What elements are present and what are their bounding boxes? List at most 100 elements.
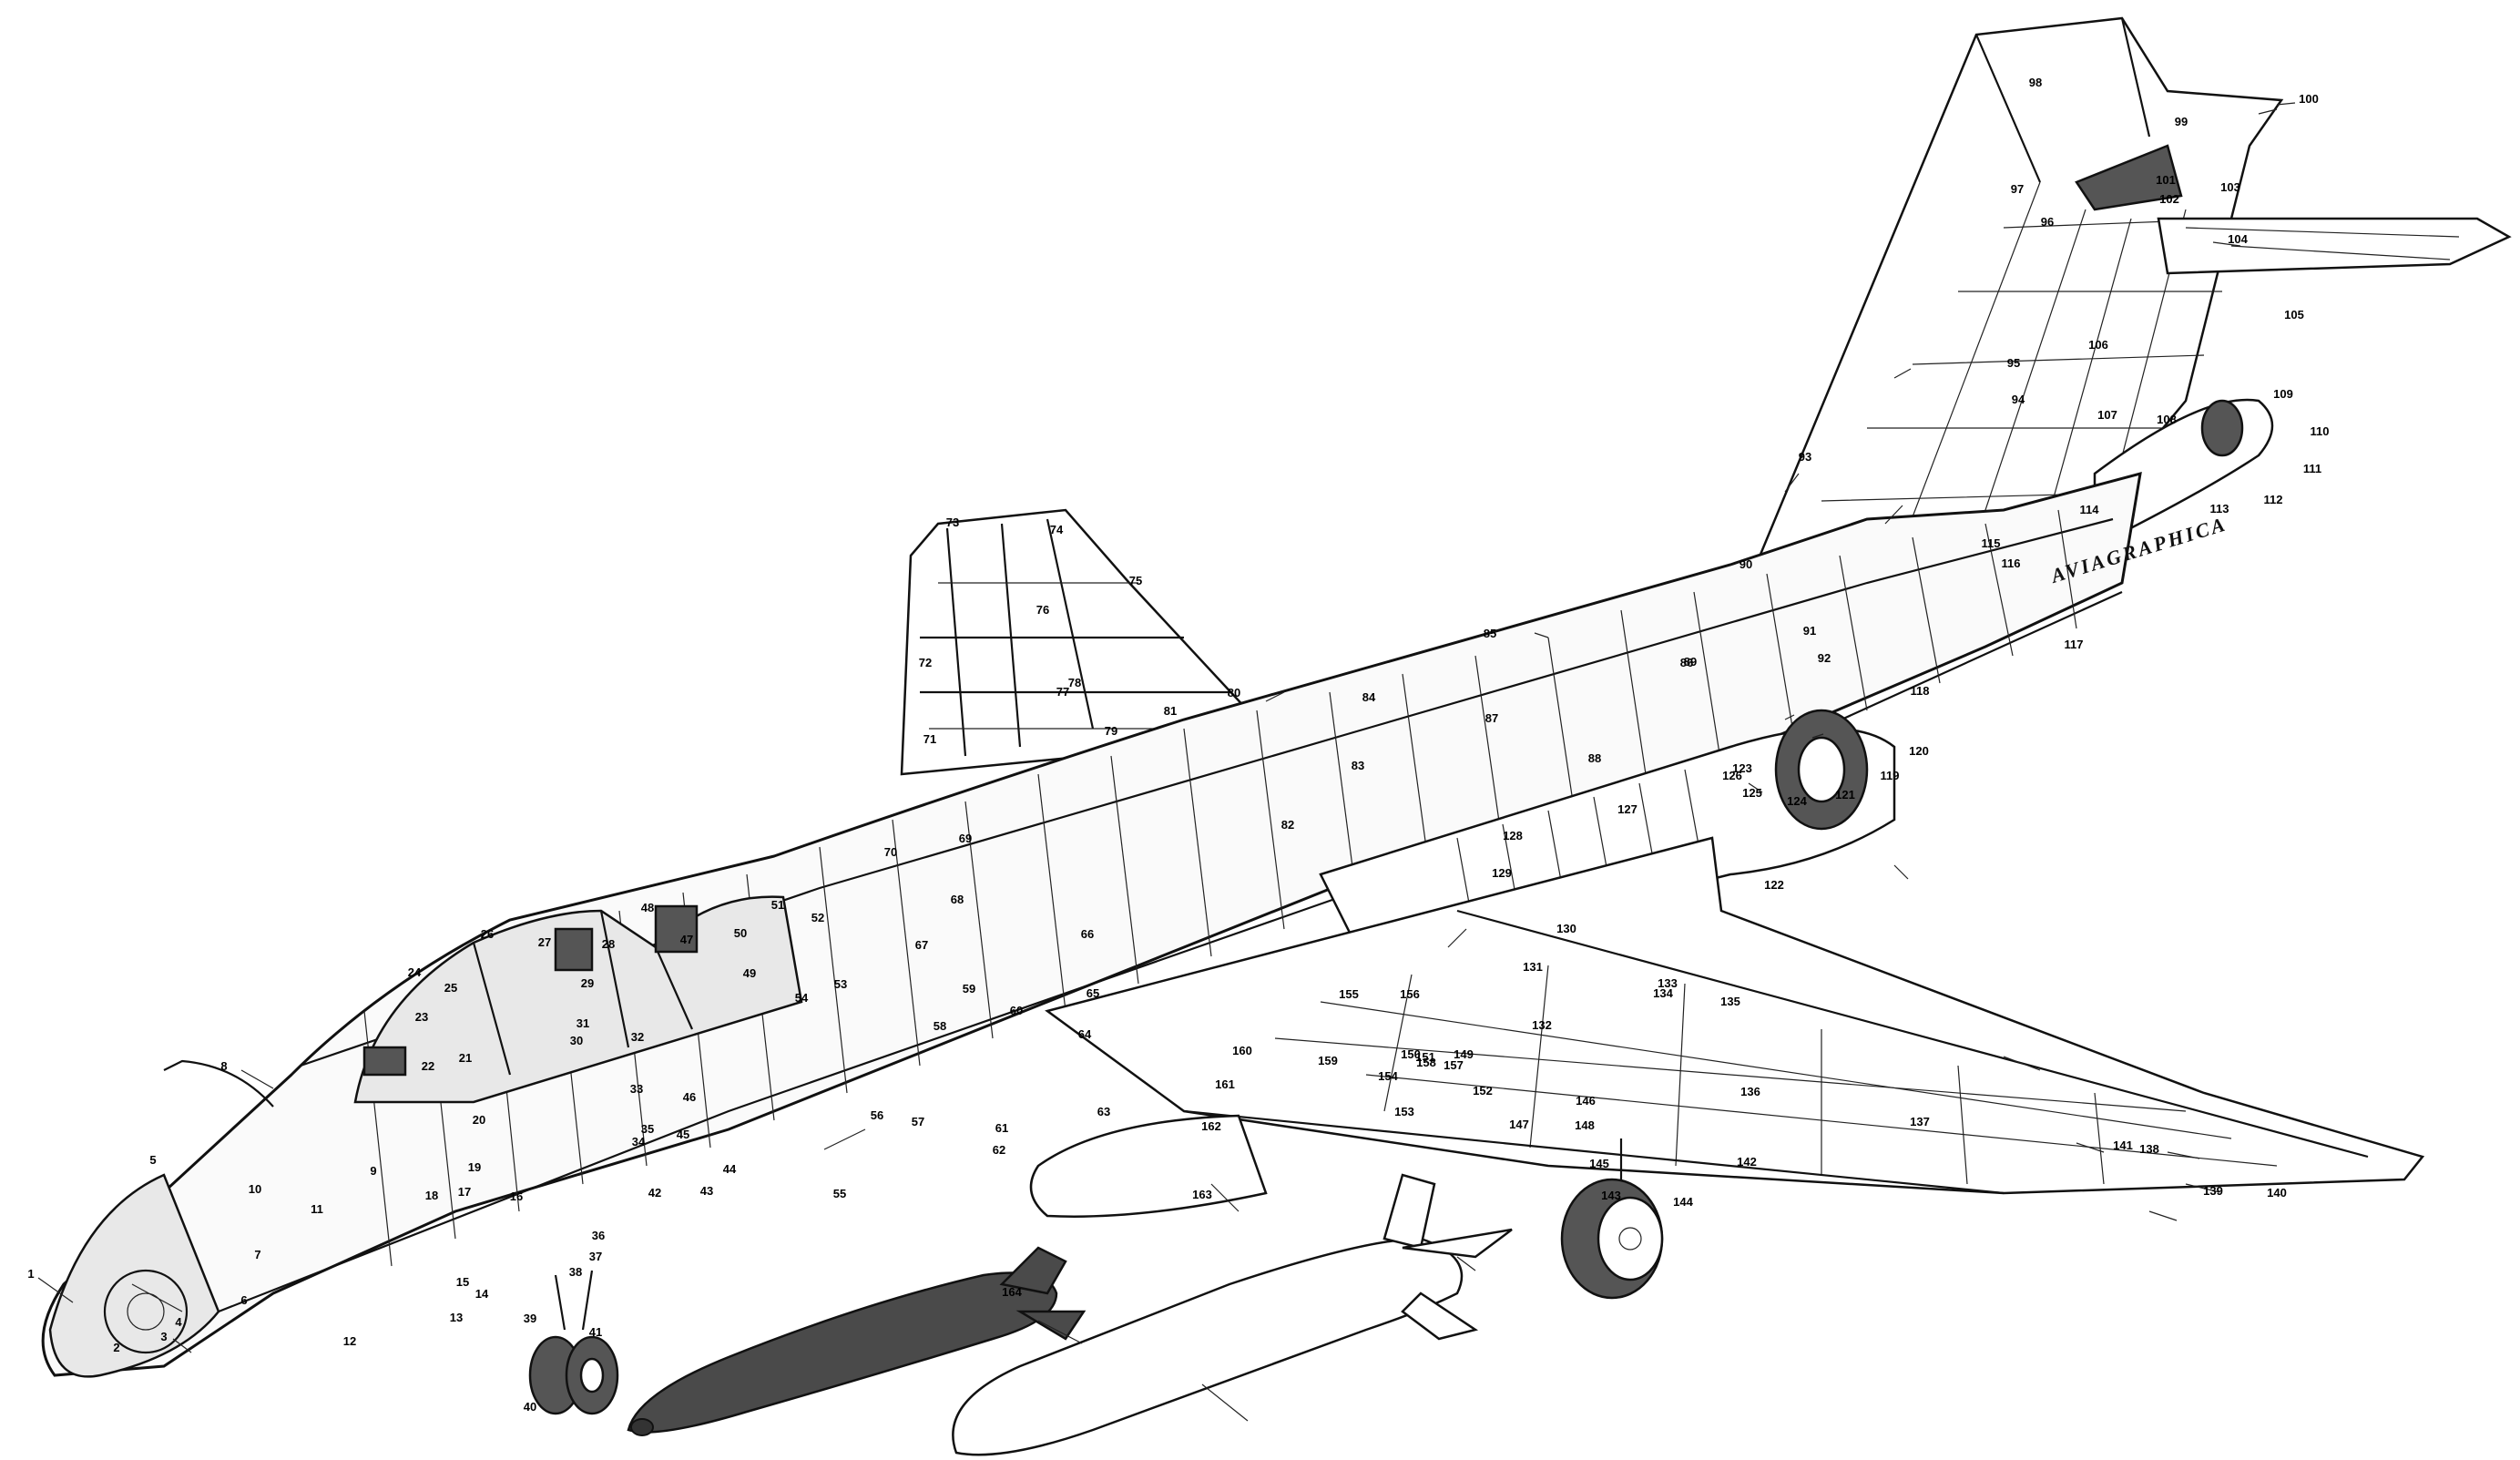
callout-label-113: 113	[2210, 502, 2229, 516]
callout-label-155: 155	[1339, 987, 1359, 1001]
callout-label-152: 152	[1473, 1084, 1493, 1098]
callout-label-95: 95	[2007, 356, 2020, 370]
callout-label-54: 54	[795, 991, 809, 1005]
callout-label-147: 147	[1509, 1118, 1529, 1131]
callout-label-145: 145	[1589, 1157, 1609, 1170]
callout-label-48: 48	[641, 901, 654, 914]
callout-label-14: 14	[475, 1287, 489, 1301]
callout-label-16: 16	[510, 1189, 523, 1203]
callout-label-77: 77	[1056, 685, 1069, 699]
callout-label-108: 108	[2157, 413, 2177, 426]
callout-label-162: 162	[1201, 1119, 1221, 1133]
callout-label-160: 160	[1232, 1044, 1252, 1057]
callout-label-45: 45	[677, 1128, 689, 1141]
callout-label-55: 55	[833, 1187, 846, 1200]
callout-label-3: 3	[160, 1330, 167, 1343]
callout-label-10: 10	[249, 1182, 261, 1196]
callout-label-43: 43	[700, 1184, 713, 1198]
drop-tank	[1029, 1114, 1268, 1218]
callout-label-49: 49	[743, 966, 756, 980]
callout-label-123: 123	[1732, 761, 1752, 775]
callout-label-6: 6	[240, 1293, 247, 1307]
callout-label-134: 134	[1653, 986, 1673, 1000]
callout-label-102: 102	[2159, 192, 2179, 206]
callout-label-143: 143	[1601, 1189, 1621, 1202]
callout-label-50: 50	[734, 926, 747, 940]
callout-label-109: 109	[2273, 387, 2293, 401]
callout-label-119: 119	[1881, 769, 1900, 782]
callout-label-57: 57	[912, 1115, 924, 1128]
callout-label-74: 74	[1050, 523, 1064, 536]
callout-label-163: 163	[1192, 1188, 1212, 1201]
callout-label-56: 56	[871, 1108, 883, 1122]
callout-label-137: 137	[1910, 1115, 1930, 1128]
callout-label-111: 111	[2303, 462, 2321, 475]
callout-label-110: 110	[2311, 424, 2330, 438]
callout-label-149: 149	[1454, 1047, 1474, 1061]
callout-label-117: 117	[2065, 638, 2084, 651]
callout-label-76: 76	[1036, 603, 1049, 617]
callout-label-156: 156	[1400, 987, 1420, 1001]
callout-label-116: 116	[2002, 556, 2021, 570]
callout-label-79: 79	[1105, 724, 1117, 738]
callout-label-126: 126	[1722, 769, 1742, 782]
callout-label-62: 62	[993, 1143, 1005, 1157]
callout-label-115: 115	[1982, 536, 2001, 550]
callout-label-91: 91	[1803, 624, 1816, 638]
callout-label-131: 131	[1523, 960, 1543, 974]
callout-label-86: 86	[1680, 656, 1693, 669]
callout-label-128: 128	[1503, 829, 1523, 842]
callout-label-127: 127	[1617, 802, 1637, 816]
callout-label-107: 107	[2097, 408, 2117, 422]
callout-label-8: 8	[220, 1059, 227, 1073]
callout-label-118: 118	[1911, 684, 1930, 698]
pitot-probe	[163, 1059, 274, 1108]
callout-label-164: 164	[1002, 1285, 1022, 1299]
callout-label-112: 112	[2264, 493, 2283, 506]
callout-label-60: 60	[1010, 1004, 1023, 1017]
callout-label-1: 1	[27, 1267, 34, 1281]
cockpit-canopy	[353, 895, 803, 1104]
callout-label-9: 9	[370, 1164, 376, 1178]
callout-label-105: 105	[2284, 308, 2304, 322]
callout-label-29: 29	[581, 976, 594, 990]
callout-label-26: 26	[481, 927, 494, 941]
callout-label-17: 17	[458, 1185, 471, 1199]
callout-label-59: 59	[963, 982, 975, 995]
callout-label-133: 133	[1658, 976, 1678, 990]
callout-label-4: 4	[175, 1315, 182, 1329]
callout-label-103: 103	[2220, 180, 2240, 194]
callout-label-61: 61	[995, 1121, 1008, 1135]
callout-label-84: 84	[1362, 690, 1376, 704]
callout-label-140: 140	[2267, 1186, 2287, 1200]
callout-label-22: 22	[422, 1059, 434, 1073]
callout-label-122: 122	[1764, 878, 1784, 892]
callout-label-142: 142	[1737, 1155, 1757, 1169]
callout-label-69: 69	[959, 832, 972, 845]
callout-label-141: 141	[2113, 1138, 2133, 1152]
callout-label-12: 12	[343, 1334, 356, 1348]
callout-label-34: 34	[632, 1135, 646, 1149]
callout-label-63: 63	[1097, 1105, 1110, 1118]
callout-label-32: 32	[631, 1030, 644, 1044]
callout-label-81: 81	[1164, 704, 1177, 718]
callout-label-30: 30	[570, 1034, 583, 1047]
callout-label-33: 33	[630, 1082, 643, 1096]
callout-label-104: 104	[2228, 232, 2248, 246]
callout-label-85: 85	[1484, 627, 1496, 640]
callout-label-47: 47	[680, 933, 693, 946]
callout-label-64: 64	[1078, 1027, 1092, 1041]
callout-label-97: 97	[2011, 182, 2024, 196]
callout-label-36: 36	[592, 1229, 605, 1242]
callout-label-52: 52	[811, 911, 824, 924]
callout-label-70: 70	[884, 845, 897, 859]
callout-label-144: 144	[1673, 1195, 1693, 1209]
callout-label-146: 146	[1576, 1094, 1596, 1108]
callout-label-99: 99	[2175, 115, 2188, 128]
callout-label-44: 44	[723, 1162, 737, 1176]
callout-label-31: 31	[576, 1016, 589, 1030]
tail-cone	[2093, 398, 2274, 549]
leader-lines	[37, 102, 2296, 1422]
callout-label-90: 90	[1740, 557, 1752, 571]
